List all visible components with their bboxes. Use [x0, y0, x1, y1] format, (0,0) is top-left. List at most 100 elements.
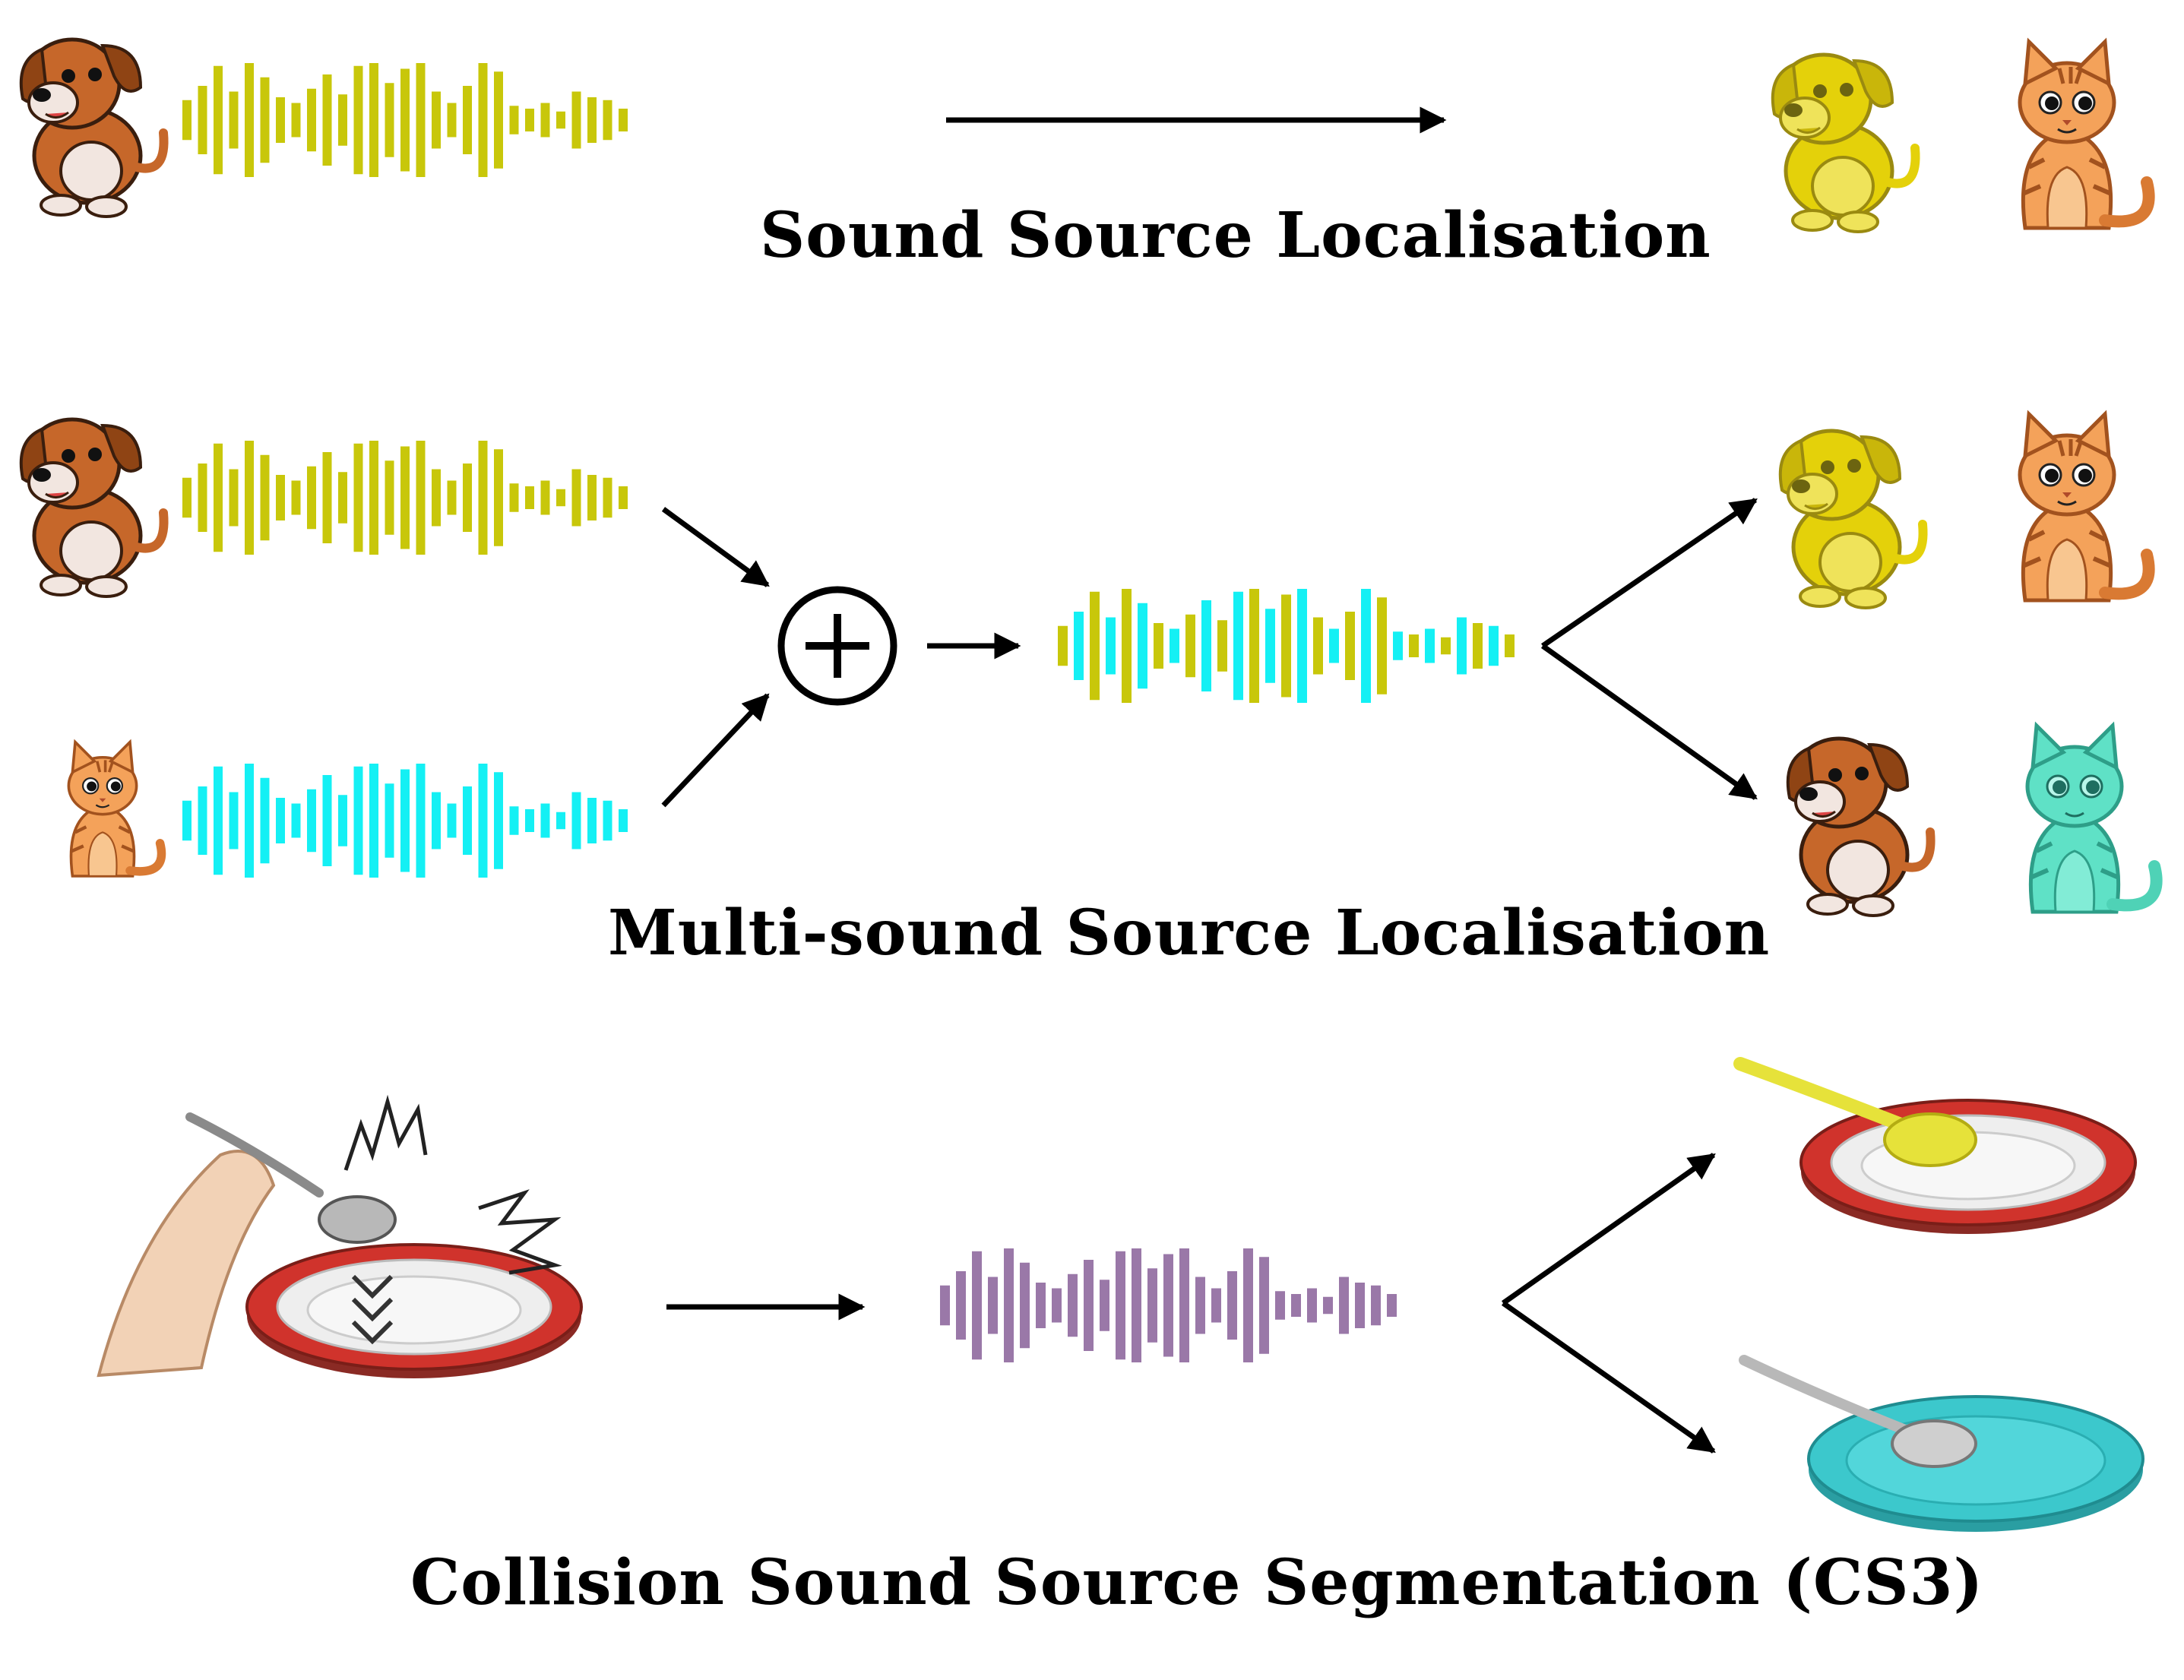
cat-waveform-mssl	[182, 764, 628, 878]
waveform-bar	[1100, 1280, 1109, 1331]
waveform-bar	[478, 764, 488, 878]
waveform-bar	[540, 103, 550, 138]
waveform-bar	[400, 769, 410, 872]
waveform-bar	[1185, 614, 1195, 678]
waveform-bar	[1106, 617, 1116, 675]
waveform-bar	[509, 483, 519, 512]
waveform-bar	[338, 94, 347, 146]
waveform-bar	[494, 71, 503, 169]
waveform-bar	[1243, 1248, 1253, 1362]
plate-icon	[1807, 1395, 2144, 1533]
waveform-bar	[353, 65, 363, 175]
waveform-bar	[229, 91, 239, 149]
waveform-bar	[1217, 620, 1227, 672]
waveform-bar	[1291, 1294, 1301, 1317]
arrow-mix-to-cat	[1540, 644, 1758, 800]
waveform-bar	[619, 486, 628, 509]
waveform-bar	[229, 792, 239, 849]
waveform-bar	[956, 1271, 966, 1340]
waveform-bar	[1116, 1251, 1125, 1360]
waveform-bar	[603, 800, 612, 841]
waveform-bar	[447, 103, 457, 138]
waveform-bar	[1377, 597, 1387, 694]
waveform-bar	[1036, 1283, 1046, 1328]
waveform-bar	[1371, 1285, 1381, 1326]
waveform-bar	[322, 775, 332, 866]
waveform-bar	[463, 786, 472, 855]
waveform-bar	[1090, 591, 1100, 701]
waveform-bar	[1068, 1273, 1078, 1337]
waveform-bar	[214, 443, 223, 552]
waveform-bar	[214, 766, 223, 875]
mixed-waveform	[1058, 589, 1515, 703]
waveform-bar	[276, 97, 285, 143]
waveform-bar	[1297, 589, 1307, 703]
waveform-bar	[509, 806, 519, 835]
spoon-icon	[1883, 1112, 1977, 1167]
waveform-bar	[291, 480, 301, 515]
cat-highlighted-icon	[2027, 726, 2157, 912]
waveform-bar	[478, 63, 488, 177]
waveform-bar	[587, 798, 597, 843]
dog-highlighted-icon	[1773, 55, 1916, 232]
waveform-bar	[182, 800, 191, 841]
waveform-bar	[988, 1277, 998, 1334]
waveform-bar	[1345, 612, 1355, 680]
waveform-bar	[1473, 623, 1483, 669]
dog-highlighted-icon	[1780, 431, 1923, 608]
waveform-bar	[447, 803, 457, 838]
waveform-bar	[1329, 628, 1339, 663]
waveform-bar	[571, 469, 581, 527]
cat-icon	[2020, 42, 2149, 228]
waveform-bar	[619, 809, 628, 832]
waveform-bar	[494, 449, 503, 546]
waveform-bar	[338, 795, 347, 846]
waveform-bar	[525, 486, 534, 509]
dog-icon	[21, 419, 164, 596]
spoon-icon	[1891, 1419, 1977, 1468]
waveform-bar	[1259, 1257, 1269, 1354]
waveform-bar	[369, 63, 378, 177]
dog-icon	[21, 40, 164, 217]
waveform-bar	[1323, 1296, 1333, 1315]
waveform-bar	[353, 443, 363, 552]
dog-waveform-mssl	[182, 441, 628, 555]
waveform-bar	[1233, 591, 1243, 701]
waveform-bar	[619, 109, 628, 131]
waveform-bar	[1441, 637, 1451, 655]
waveform-bar	[1170, 628, 1179, 663]
waveform-bar	[509, 106, 519, 134]
caption-sound-source-localisation: Sound Source Localisation	[760, 199, 1711, 272]
impact-chevrons	[351, 1274, 394, 1345]
waveform-bar	[525, 809, 534, 832]
waveform-bar	[1489, 625, 1499, 666]
waveform-bar	[1393, 631, 1403, 660]
caption-collision-sound-source-segmentation: Collision Sound Source Segmentation (CS3…	[410, 1546, 1984, 1619]
waveform-bar	[540, 480, 550, 515]
waveform-bar	[322, 452, 332, 543]
waveform-bar	[1147, 1268, 1157, 1343]
waveform-bar	[1387, 1294, 1397, 1317]
caption-multi-sound-source-localisation: Multi-sound Source Localisation	[608, 897, 1771, 970]
waveform-bar	[1505, 634, 1515, 657]
waveform-bar	[1004, 1248, 1014, 1362]
waveform-bar	[214, 65, 223, 175]
waveform-bar	[245, 63, 254, 177]
waveform-bar	[556, 111, 565, 129]
waveform-bar	[198, 464, 207, 532]
waveform-bar	[1122, 589, 1132, 703]
arrow-dog-to-sum	[661, 507, 770, 587]
waveform-bar	[1195, 1277, 1205, 1334]
waveform-bar	[972, 1251, 982, 1360]
waveform-bar	[1281, 594, 1291, 698]
waveform-bar	[432, 91, 441, 149]
waveform-bar	[416, 764, 426, 878]
waveform-bar	[385, 783, 394, 858]
waveform-bar	[432, 792, 441, 849]
waveform-bar	[1313, 617, 1323, 675]
arrow-cat-to-sum	[661, 693, 770, 808]
waveform-bar	[182, 477, 191, 518]
waveform-bar	[525, 109, 534, 131]
arrow-mix-to-dog	[1541, 498, 1758, 648]
